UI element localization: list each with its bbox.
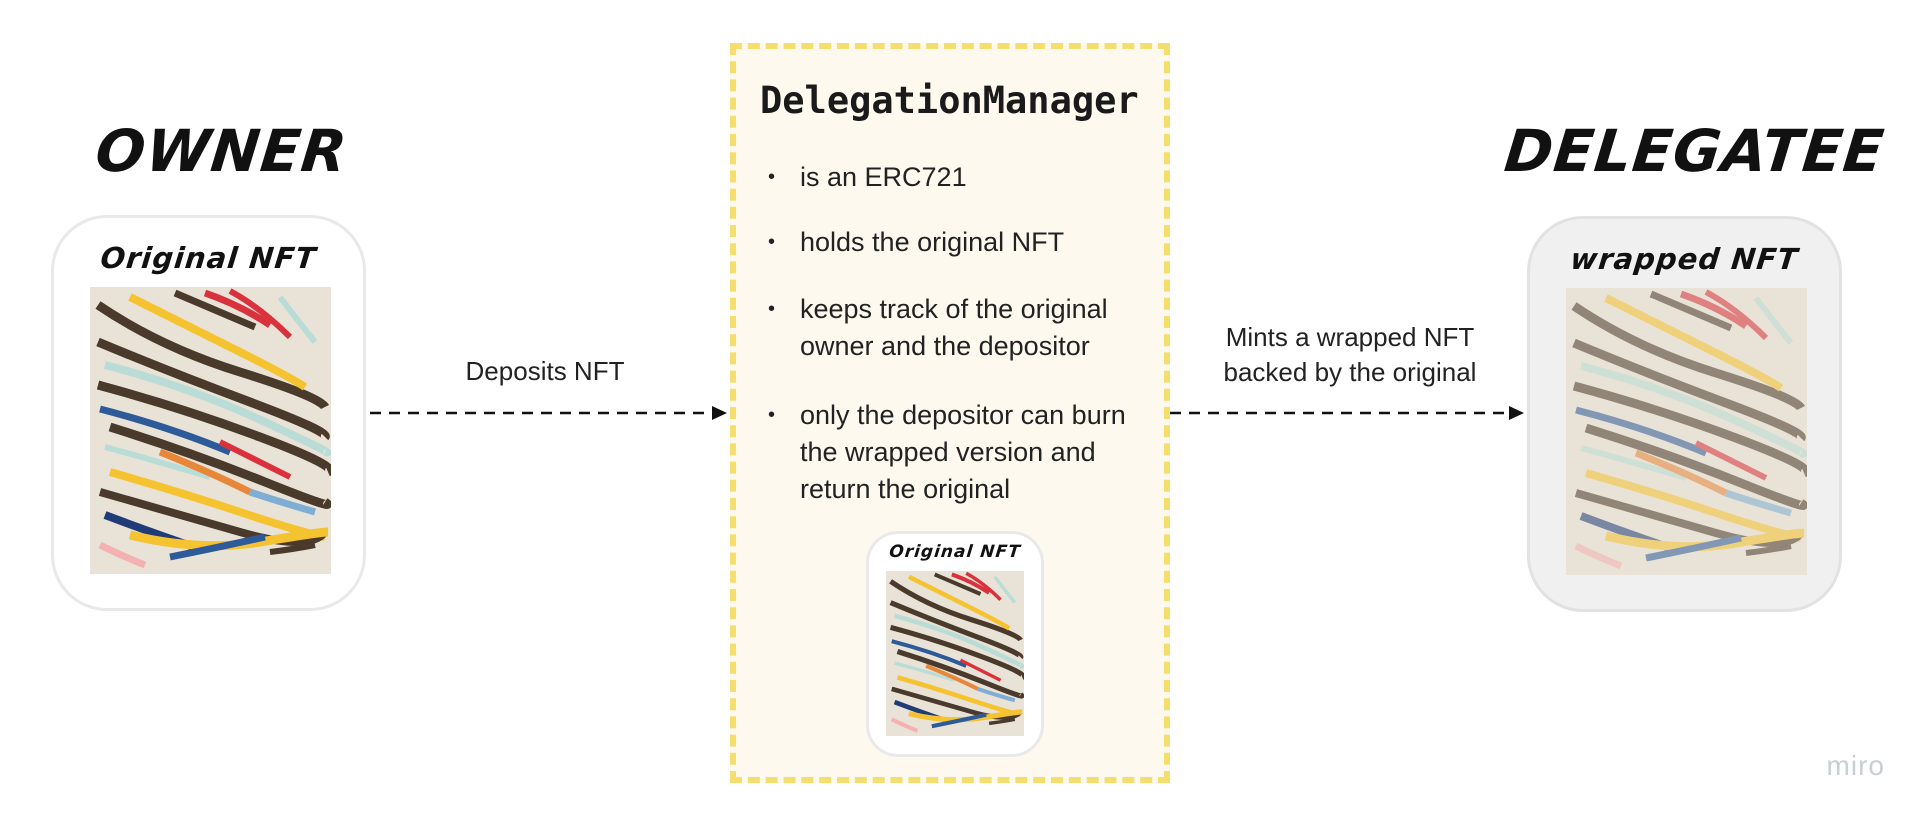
- artwork-stripe: [951, 572, 991, 595]
- artwork-stripe: [1634, 449, 1728, 497]
- artwork-stripe: [269, 542, 316, 555]
- original-nft-card[interactable]: Original NFT: [51, 215, 366, 611]
- artwork-stripe: [1694, 440, 1768, 481]
- artwork-stripe: [173, 289, 257, 331]
- artwork-stripe: [1574, 489, 1805, 547]
- abstract-stripes-artwork-icon: [1566, 288, 1807, 575]
- deposit-edge-label: Deposits NFT: [465, 356, 625, 386]
- arrowhead-icon: [1509, 406, 1524, 420]
- artwork-stripe: [1575, 406, 1708, 457]
- miro-watermark: miro: [1826, 750, 1885, 781]
- artwork-stripe: [890, 717, 919, 733]
- mint-edge-label-line: backed by the original: [1223, 357, 1477, 387]
- artwork-stripe: [169, 533, 266, 561]
- held-original-nft-label: Original NFT: [888, 542, 1022, 562]
- artwork-stripe: [894, 661, 956, 682]
- artwork-stripe: [248, 488, 316, 516]
- artwork-stripe: [1572, 381, 1807, 478]
- artwork-stripe: [891, 639, 967, 668]
- nft-artwork-image: [886, 571, 1024, 736]
- artwork-stripe: [933, 572, 982, 596]
- delegation-manager-box[interactable]: DelegationManager is an ERC721 holds the…: [730, 43, 1170, 783]
- abstract-stripes-artwork-icon: [90, 287, 331, 574]
- artwork-stripe: [158, 448, 252, 496]
- mint-edge-label-line: Mints a wrapped NFT: [1225, 322, 1475, 352]
- artwork-stripe: [228, 288, 293, 340]
- artwork-stripe: [1572, 338, 1806, 443]
- artwork-stripe: [1745, 543, 1792, 556]
- artwork-stripe: [218, 439, 292, 480]
- artwork-stripe: [104, 444, 211, 480]
- artwork-stripe: [965, 571, 1002, 601]
- artwork-stripe: [1580, 445, 1687, 481]
- artwork-stripe: [1679, 290, 1748, 329]
- artwork-stripe: [103, 361, 331, 457]
- artwork-stripe: [976, 686, 1016, 703]
- artwork-stripe: [889, 600, 1024, 660]
- artwork-stripe: [1574, 542, 1623, 570]
- delegation-manager-title: DelegationManager: [760, 79, 1139, 122]
- artwork-stripe: [891, 686, 1023, 720]
- artwork-stripe: [896, 649, 1024, 699]
- artwork-stripe: [1704, 289, 1769, 341]
- held-original-nft-card[interactable]: Original NFT: [866, 531, 1044, 757]
- artwork-stripe: [1604, 294, 1784, 392]
- artwork-stripe: [988, 717, 1016, 726]
- artwork-stripe: [1579, 362, 1807, 458]
- wrapped-nft-artwork-image: [1566, 288, 1807, 575]
- artwork-stripe: [1724, 489, 1792, 517]
- artwork-stripe: [277, 295, 318, 344]
- artwork-stripe: [99, 405, 232, 456]
- artwork-stripe: [108, 422, 331, 509]
- artwork-stripe: [95, 301, 330, 410]
- arrowhead-icon: [712, 406, 727, 420]
- bullet-item: only the depositor can burn the wrapped …: [760, 397, 1150, 508]
- wrapped-nft-label: wrapped NFT: [1568, 242, 1801, 276]
- artwork-stripe: [1649, 290, 1733, 332]
- artwork-stripe: [925, 663, 979, 691]
- artwork-stripe: [907, 574, 1011, 631]
- artwork-stripe: [993, 575, 1017, 604]
- artwork-stripe: [1753, 296, 1794, 345]
- artwork-stripe: [98, 488, 329, 546]
- bullet-item: is an ERC721: [760, 159, 1150, 196]
- artwork-stripe: [96, 337, 330, 442]
- artwork-stripe: [96, 380, 331, 477]
- mint-edge-label: Mints a wrapped NFT backed by the origin…: [1200, 320, 1500, 390]
- bullet-item: holds the original NFT: [760, 224, 1150, 261]
- abstract-stripes-artwork-icon: [886, 571, 1024, 736]
- artwork-stripe: [889, 579, 1023, 642]
- delegation-manager-bullets: is an ERC721 holds the original NFT keep…: [760, 159, 1150, 538]
- artwork-stripe: [931, 712, 987, 729]
- owner-title: OWNER: [92, 117, 351, 185]
- bullet-item: keeps track of the original owner and th…: [760, 291, 1150, 365]
- artwork-stripe: [959, 658, 1002, 682]
- artwork-stripe: [1584, 423, 1807, 510]
- nft-artwork-image: [90, 287, 331, 574]
- delegatee-title: DELEGATEE: [1501, 117, 1888, 185]
- artwork-stripe: [203, 289, 272, 328]
- artwork-stripe: [908, 709, 1023, 723]
- original-nft-label: Original NFT: [98, 241, 319, 275]
- artwork-stripe: [98, 541, 147, 569]
- artwork-stripe: [1645, 534, 1742, 562]
- artwork-stripe: [128, 293, 308, 391]
- artwork-stripe: [889, 624, 1024, 680]
- artwork-stripe: [1571, 302, 1806, 411]
- wrapped-nft-card[interactable]: wrapped NFT: [1527, 216, 1842, 612]
